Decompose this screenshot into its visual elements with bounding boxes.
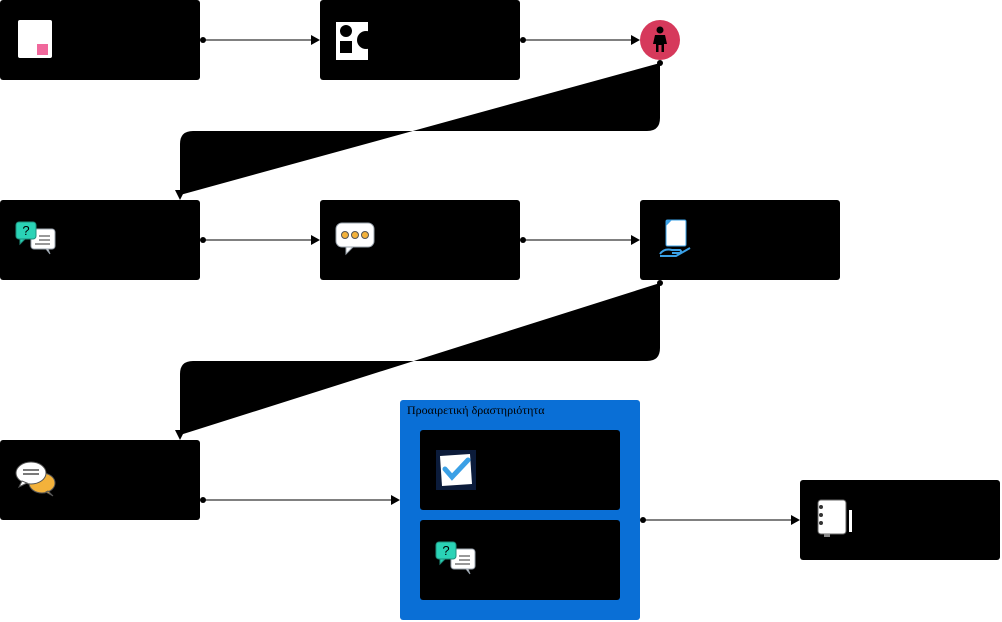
node-n10[interactable]: [800, 480, 1000, 560]
notebook-icon: [814, 498, 858, 542]
optional-activity-group: Προαιρετική δραστηριότητα: [400, 400, 640, 620]
connector-arrowhead: [631, 235, 640, 245]
connector-start-dot: [640, 517, 646, 523]
connector-start-dot: [520, 37, 526, 43]
node-n8[interactable]: [420, 430, 620, 510]
group-label: Προαιρετική δραστηριότητα: [407, 403, 545, 417]
typing-bubble-icon: [334, 218, 378, 262]
connector-n3-n4: [180, 63, 660, 195]
node-n1[interactable]: [0, 0, 200, 80]
connector-arrowhead: [311, 235, 320, 245]
node-n9[interactable]: ?: [420, 520, 620, 600]
shapes-icon: [334, 20, 378, 64]
svg-text:?: ?: [442, 543, 449, 558]
node-n4[interactable]: ?: [0, 200, 200, 280]
node-n3[interactable]: [640, 20, 680, 60]
node-n2[interactable]: [320, 0, 520, 80]
connector-start-dot: [520, 237, 526, 243]
connector-start-dot: [200, 497, 206, 503]
svg-text:?: ?: [22, 223, 29, 238]
connector-start-dot: [200, 237, 206, 243]
connector-arrowhead: [631, 35, 640, 45]
connector-arrowhead: [311, 35, 320, 45]
checklist-icon: [434, 448, 478, 492]
node-n5[interactable]: [320, 200, 520, 280]
connector-start-dot: [657, 280, 663, 286]
connector-arrowhead: [791, 515, 800, 525]
connector-n6-n7: [180, 283, 660, 435]
question-chat-icon: ?: [14, 218, 58, 262]
document-icon: [14, 18, 58, 62]
connector-arrowhead: [391, 495, 400, 505]
discussion-icon: [14, 458, 58, 502]
connector-start-dot: [657, 60, 663, 66]
question-chat-icon: ?: [434, 538, 478, 582]
node-n6[interactable]: [640, 200, 840, 280]
connector-start-dot: [200, 37, 206, 43]
connector-arrowhead: [175, 190, 185, 200]
person-icon: [653, 26, 667, 52]
node-n7[interactable]: [0, 440, 200, 520]
connector-arrowhead: [175, 430, 185, 440]
hand-document-icon: [654, 218, 698, 262]
